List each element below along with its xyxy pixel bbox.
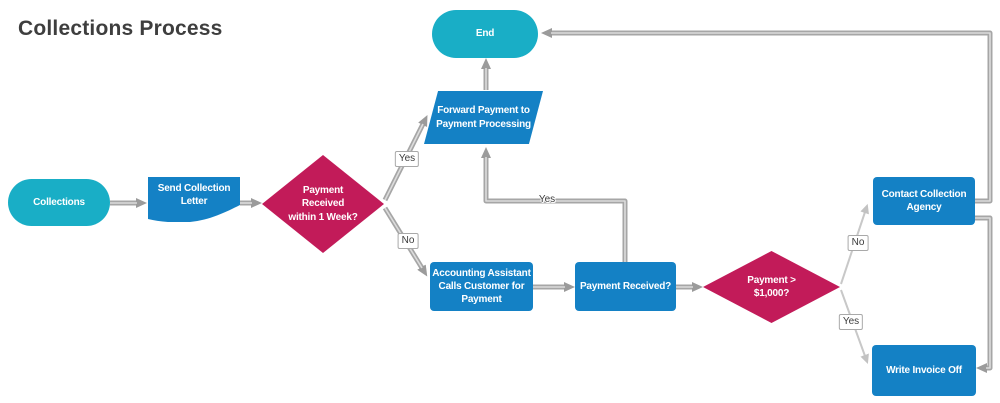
edge-label-week-yes: Yes xyxy=(394,151,420,167)
node-contact-agency: Contact Collection Agency xyxy=(873,177,975,225)
edge-received-yes xyxy=(481,147,628,262)
node-contact-agency-label: Contact Collection Agency xyxy=(881,188,967,213)
node-payment-received: Payment Received? xyxy=(575,262,676,311)
edge-label-received-yes: Yes xyxy=(538,194,556,205)
node-payment-received-label: Payment Received? xyxy=(579,280,672,292)
node-send-collection-letter-label: Send Collection Letter xyxy=(157,182,231,207)
node-decision-payment-week-label: Payment Received within 1 Week? xyxy=(288,185,358,223)
document-shape xyxy=(148,177,240,222)
edge-label-amount-yes: Yes xyxy=(838,314,864,330)
edge-label-week-no: No xyxy=(397,233,419,249)
edge-contact-to-writeoff xyxy=(975,215,993,373)
diagram-title: Collections Process xyxy=(18,17,223,40)
node-collections: Collections xyxy=(8,179,110,226)
node-accounting-call-label: Accounting Assistant Calls Customer for … xyxy=(432,267,531,306)
node-collections-label: Collections xyxy=(33,196,85,208)
node-decision-payment-amount-label: Payment > $1,000? xyxy=(747,274,796,299)
node-send-collection-letter: Send Collection Letter xyxy=(148,177,240,222)
node-forward-payment-label: Forward Payment to Payment Processing xyxy=(436,105,531,130)
edge-label-amount-no: No xyxy=(847,235,869,251)
node-accounting-call: Accounting Assistant Calls Customer for … xyxy=(430,262,533,311)
node-end: End xyxy=(432,10,538,58)
node-write-invoice-off-label: Write Invoice Off xyxy=(886,364,962,376)
edge-contact-to-end xyxy=(541,28,993,204)
node-forward-payment: Forward Payment to Payment Processing xyxy=(424,91,543,144)
node-write-invoice-off: Write Invoice Off xyxy=(872,345,976,396)
node-end-label: End xyxy=(475,28,495,40)
